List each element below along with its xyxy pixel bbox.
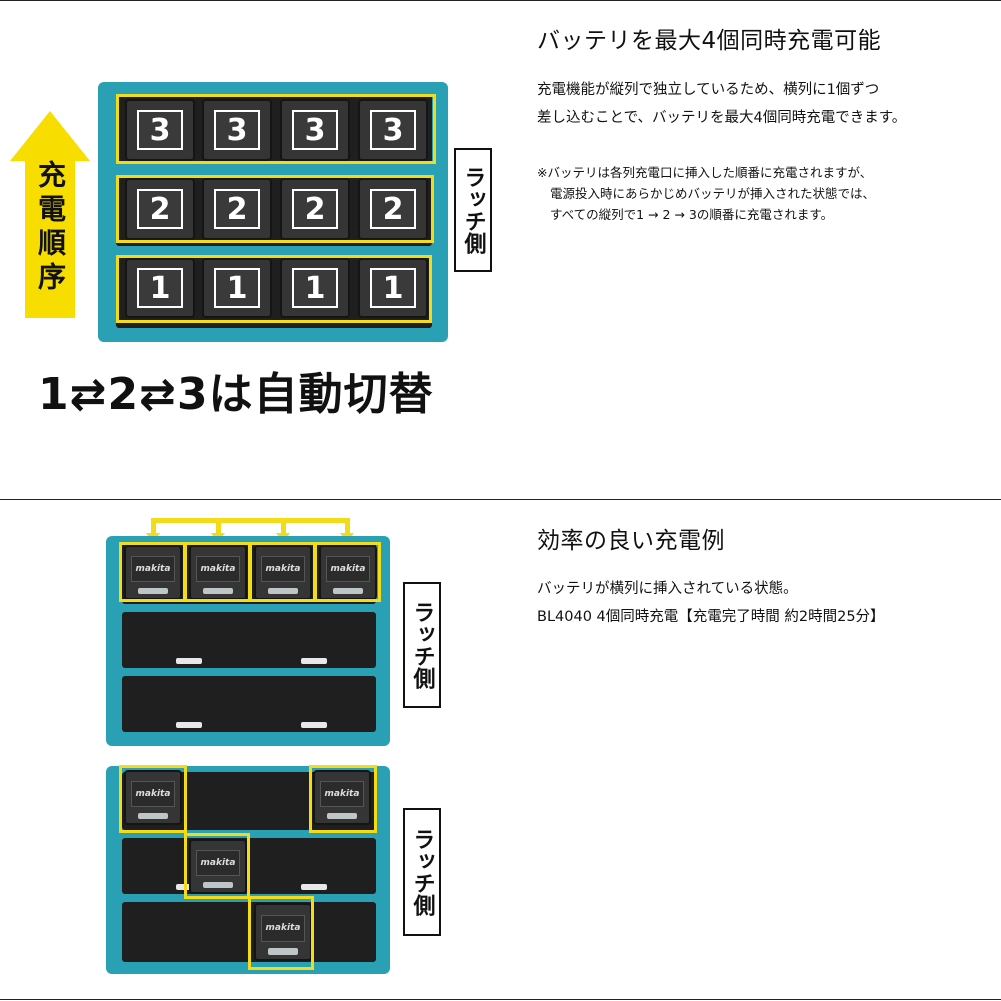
battery-number: 3 <box>137 110 183 150</box>
latch-side-label: ラッチ側 <box>403 808 441 936</box>
charging-order-label: 充電順序 <box>34 160 67 296</box>
battery-number: 1 <box>137 268 183 308</box>
battery-slot: makita <box>189 839 247 894</box>
battery-slot: makita <box>124 770 182 825</box>
battery-slot: 1 <box>358 258 428 318</box>
battery-slot: makita <box>189 545 247 600</box>
row-highlight-1 <box>116 255 432 323</box>
battery-slot: 3 <box>280 99 350 161</box>
section-divider <box>0 499 1001 500</box>
battery-number: 1 <box>370 268 416 308</box>
section2-body-line1: バッテリが横列に挿入されている状態。 <box>537 581 798 597</box>
battery-slot: makita <box>313 770 371 825</box>
battery-highlight <box>184 542 251 602</box>
bottom-rule <box>0 999 1001 1000</box>
battery-highlight <box>314 542 381 602</box>
arrow-shaft <box>25 160 75 318</box>
battery-slot: 1 <box>125 258 195 318</box>
battery-number: 2 <box>292 189 338 229</box>
section2-heading: 効率の良い充電例 <box>537 528 725 554</box>
arrow-up-icon <box>10 111 90 161</box>
battery-number: 1 <box>214 268 260 308</box>
battery-number: 2 <box>137 189 183 229</box>
battery-highlight <box>249 542 316 602</box>
top-rule <box>0 0 1001 1</box>
battery-highlight <box>248 896 314 970</box>
battery-slot: 2 <box>358 178 428 240</box>
battery-slot: 3 <box>358 99 428 161</box>
battery-slot: 2 <box>202 178 272 240</box>
battery-number: 2 <box>370 189 416 229</box>
battery-number: 2 <box>214 189 260 229</box>
section1-note-line3: すべての縦列で1 → 2 → 3の順番に充電されます。 <box>550 207 834 222</box>
battery-brand-label: makita <box>196 556 240 582</box>
section2-body-line2: BL4040 4個同時充電【充電完了時間 約2時間25分】 <box>537 609 885 625</box>
battery-slot: makita <box>319 545 377 600</box>
battery-brand-label: makita <box>261 556 305 582</box>
battery-brand-label: makita <box>326 556 370 582</box>
section1-body-line2: 差し込むことで、バッテリを最大4個同時充電できます。 <box>537 110 907 126</box>
battery-brand-label: makita <box>261 914 305 942</box>
battery-highlight <box>184 833 250 899</box>
battery-brand-label: makita <box>131 781 175 807</box>
section1-note-line1: ※バッテリは各列充電口に挿入した順番に充電されますが、 <box>537 165 873 180</box>
battery-slot: 3 <box>125 99 195 161</box>
battery-slot: 3 <box>202 99 272 161</box>
section1-note-line2: 電源投入時にあらかじめバッテリが挿入された状態では、 <box>550 186 876 201</box>
battery-slot: makita <box>254 545 312 600</box>
shelf-row-bottom <box>122 676 376 732</box>
battery-slot: 2 <box>125 178 195 240</box>
battery-highlight <box>309 765 377 833</box>
battery-number: 3 <box>292 110 338 150</box>
battery-brand-label: makita <box>196 850 240 876</box>
battery-slot: makita <box>254 903 312 961</box>
shelf-row-middle <box>122 612 376 668</box>
battery-highlight <box>119 765 187 833</box>
battery-slot: 1 <box>280 258 350 318</box>
auto-switch-caption: 1⇄2⇄3は自動切替 <box>38 369 434 420</box>
battery-brand-label: makita <box>320 781 364 807</box>
battery-number: 3 <box>214 110 260 150</box>
battery-highlight <box>119 542 186 602</box>
latch-side-label: ラッチ側 <box>454 148 492 272</box>
battery-brand-label: makita <box>131 556 175 582</box>
battery-number: 1 <box>292 268 338 308</box>
section1-body-line1: 充電機能が縦列で独立しているため、横列に1個ずつ <box>537 82 880 98</box>
section1-heading: バッテリを最大4個同時充電可能 <box>537 28 882 54</box>
row-highlight-2 <box>116 175 434 243</box>
battery-slot: 2 <box>280 178 350 240</box>
row-highlight-3 <box>116 94 436 164</box>
battery-number: 3 <box>370 110 416 150</box>
battery-slot: 1 <box>202 258 272 318</box>
latch-side-label: ラッチ側 <box>403 582 441 708</box>
